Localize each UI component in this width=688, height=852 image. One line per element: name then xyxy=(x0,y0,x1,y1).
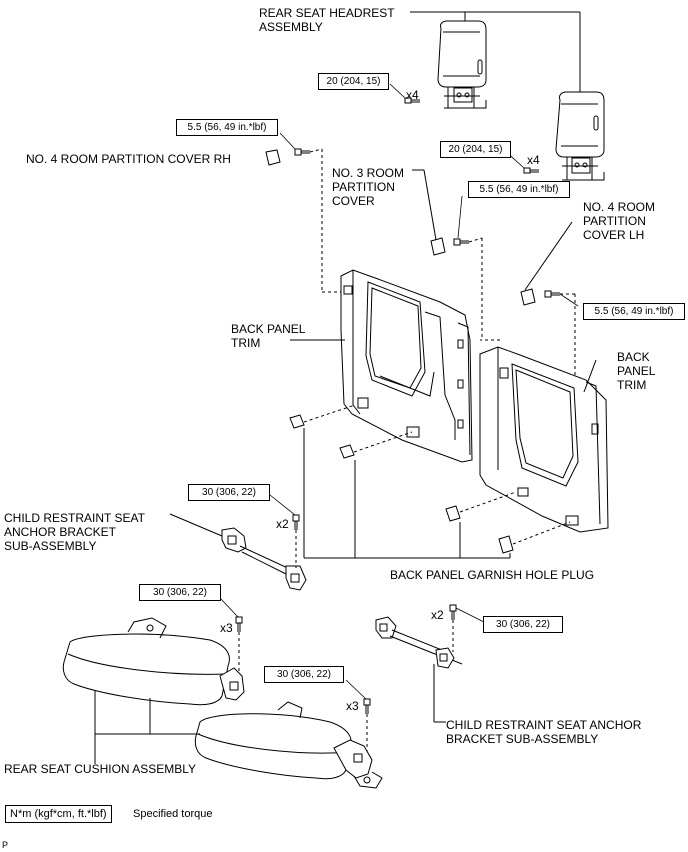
torque-box-headrest-left: 20 (204, 15) xyxy=(318,73,389,90)
no3-partition-cover xyxy=(412,169,446,256)
label-no4-partition-cover-rh: NO. 4 ROOM PARTITION COVER RH xyxy=(26,152,231,166)
qty-headrest-right: x4 xyxy=(527,153,540,167)
qty-cushion-right: x3 xyxy=(346,699,359,713)
page-marker: P xyxy=(2,840,9,850)
torque-box-bracket-right: 30 (306, 22) xyxy=(483,616,563,633)
bolt-bracket-left xyxy=(269,494,300,568)
bolt-cushion-left xyxy=(219,597,243,674)
torque-box-no4-rh: 5.5 (56, 49 in.*lbf) xyxy=(176,119,278,136)
rear-seat-cushion-right xyxy=(194,701,383,789)
label-back-panel-trim-right: BACK PANEL TRIM xyxy=(617,350,656,392)
legend-specified-torque: Specified torque xyxy=(133,808,213,820)
label-rear-seat-headrest: REAR SEAT HEADREST ASSEMBLY xyxy=(259,6,395,34)
label-no3-partition-cover: NO. 3 ROOM PARTITION COVER xyxy=(332,166,405,208)
qty-headrest-left: x4 xyxy=(406,88,419,102)
child-restraint-bracket-left xyxy=(169,513,307,591)
rear-seat-cushion-left xyxy=(62,617,245,706)
bolt-bracket-right xyxy=(449,604,485,652)
back-panel-trim-left xyxy=(340,269,473,463)
torque-box-cushion-right: 30 (306, 22) xyxy=(264,666,344,683)
label-no4-partition-cover-lh: NO. 4 ROOM PARTITION COVER LH xyxy=(583,200,656,242)
torque-box-headrest-right: 20 (204, 15) xyxy=(440,141,511,158)
bolt-no4-rh xyxy=(279,132,343,293)
label-rear-seat-cushion: REAR SEAT CUSHION ASSEMBLY xyxy=(4,762,197,776)
qty-cushion-left: x3 xyxy=(220,621,233,635)
torque-box-no4-lh: 5.5 (56, 49 in.*lbf) xyxy=(583,303,685,320)
legend-torque-unit: N*m (kgf*cm, ft.*lbf) xyxy=(5,805,112,823)
bolt-cushion-right xyxy=(345,679,371,752)
bolt-no3 xyxy=(453,195,483,340)
label-back-panel-garnish-hole-plug: BACK PANEL GARNISH HOLE PLUG xyxy=(390,568,595,582)
label-child-restraint-bracket-left: CHILD RESTRAINT SEAT ANCHOR BRACKET SUB-… xyxy=(4,511,145,553)
headrest-left xyxy=(437,20,487,109)
back-panel-trim-right xyxy=(479,346,609,533)
garnish-hole-plugs xyxy=(289,404,571,559)
headrest-right xyxy=(555,91,605,181)
torque-box-bracket-left: 30 (306, 22) xyxy=(188,484,270,501)
torque-box-cushion-left: 30 (306, 22) xyxy=(139,584,221,601)
headrest-leader-lines xyxy=(410,11,581,96)
qty-bracket-left: x2 xyxy=(276,517,289,531)
no4-partition-cover-lh xyxy=(520,221,573,306)
label-back-panel-trim-left: BACK PANEL TRIM xyxy=(231,322,306,350)
bolt-headrest-left xyxy=(389,83,420,104)
no4-partition-cover-rh xyxy=(265,149,281,166)
label-child-restraint-bracket-right: CHILD RESTRAINT SEAT ANCHOR BRACKET SUB-… xyxy=(446,718,642,746)
leader-cushion xyxy=(94,690,200,764)
torque-box-no3: 5.5 (56, 49 in.*lbf) xyxy=(468,181,570,198)
child-restraint-bracket-right xyxy=(375,616,463,723)
qty-bracket-right: x2 xyxy=(431,608,444,622)
